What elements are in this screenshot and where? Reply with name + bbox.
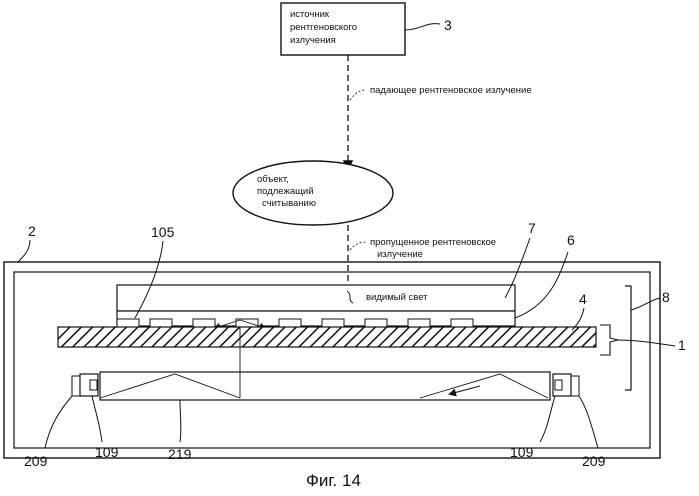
bracket-8 (625, 286, 631, 390)
pixel-element (279, 319, 301, 327)
ref-number-109-right: 109 (510, 444, 534, 460)
ref-number-6: 6 (567, 232, 575, 248)
ref-number-7: 7 (528, 220, 536, 236)
connector-left-209 (72, 376, 80, 396)
pixel-element (117, 319, 139, 327)
transmitted-line-2: излучение (377, 249, 423, 260)
leader-209-left (45, 396, 72, 448)
object-line-3: считыванию (262, 198, 316, 209)
source-line-2: рентгеновского (290, 22, 357, 33)
ref-number-4: 4 (579, 291, 587, 307)
ref-number-209-right: 209 (582, 453, 606, 469)
ref-number-105: 105 (151, 224, 175, 240)
leader-3 (405, 24, 440, 30)
leader-2 (18, 240, 30, 262)
incident-xray-label: падающее рентгеновское излучение (370, 85, 532, 96)
ref-number-8: 8 (662, 289, 670, 305)
pixel-element (365, 319, 387, 327)
leader-8 (631, 298, 660, 310)
ref-number-3: 3 (444, 17, 452, 33)
source-line-3: излучения (290, 35, 336, 46)
ref-number-219: 219 (168, 446, 192, 462)
hatched-substrate-4 (58, 327, 596, 347)
object-line-1: объект, (257, 174, 289, 185)
brace-1 (600, 325, 618, 355)
leader-transmitted (350, 242, 366, 250)
scintillator-layer-7 (117, 285, 515, 311)
pixel-element (408, 319, 430, 327)
ref-number-209-left: 209 (24, 453, 48, 469)
source-line-1: источник (290, 9, 330, 20)
leader-109-right (540, 396, 555, 442)
pixel-element (322, 319, 344, 327)
leader-incident (350, 90, 366, 100)
leader-109-left (92, 396, 102, 442)
ref-number-1: 1 (678, 337, 686, 353)
object-line-2: подлежащий (257, 186, 314, 197)
ref-number-109-left: 109 (95, 444, 119, 460)
leader-219 (180, 400, 181, 442)
pixel-element (150, 319, 172, 327)
pixel-elements (117, 319, 473, 327)
connector-right-209 (571, 376, 579, 396)
ref-number-2: 2 (28, 223, 36, 239)
leader-209-right (579, 396, 598, 448)
detector-right-inner (555, 380, 562, 390)
detector-left-inner (90, 380, 97, 390)
leader-1 (618, 340, 675, 346)
transmitted-line-1: пропущенное рентгеновское (370, 237, 496, 248)
pixel-element (193, 319, 215, 327)
figure-caption: Фиг. 14 (306, 471, 361, 490)
pixel-element (451, 319, 473, 327)
visible-light-label: видимый свет (366, 292, 428, 303)
